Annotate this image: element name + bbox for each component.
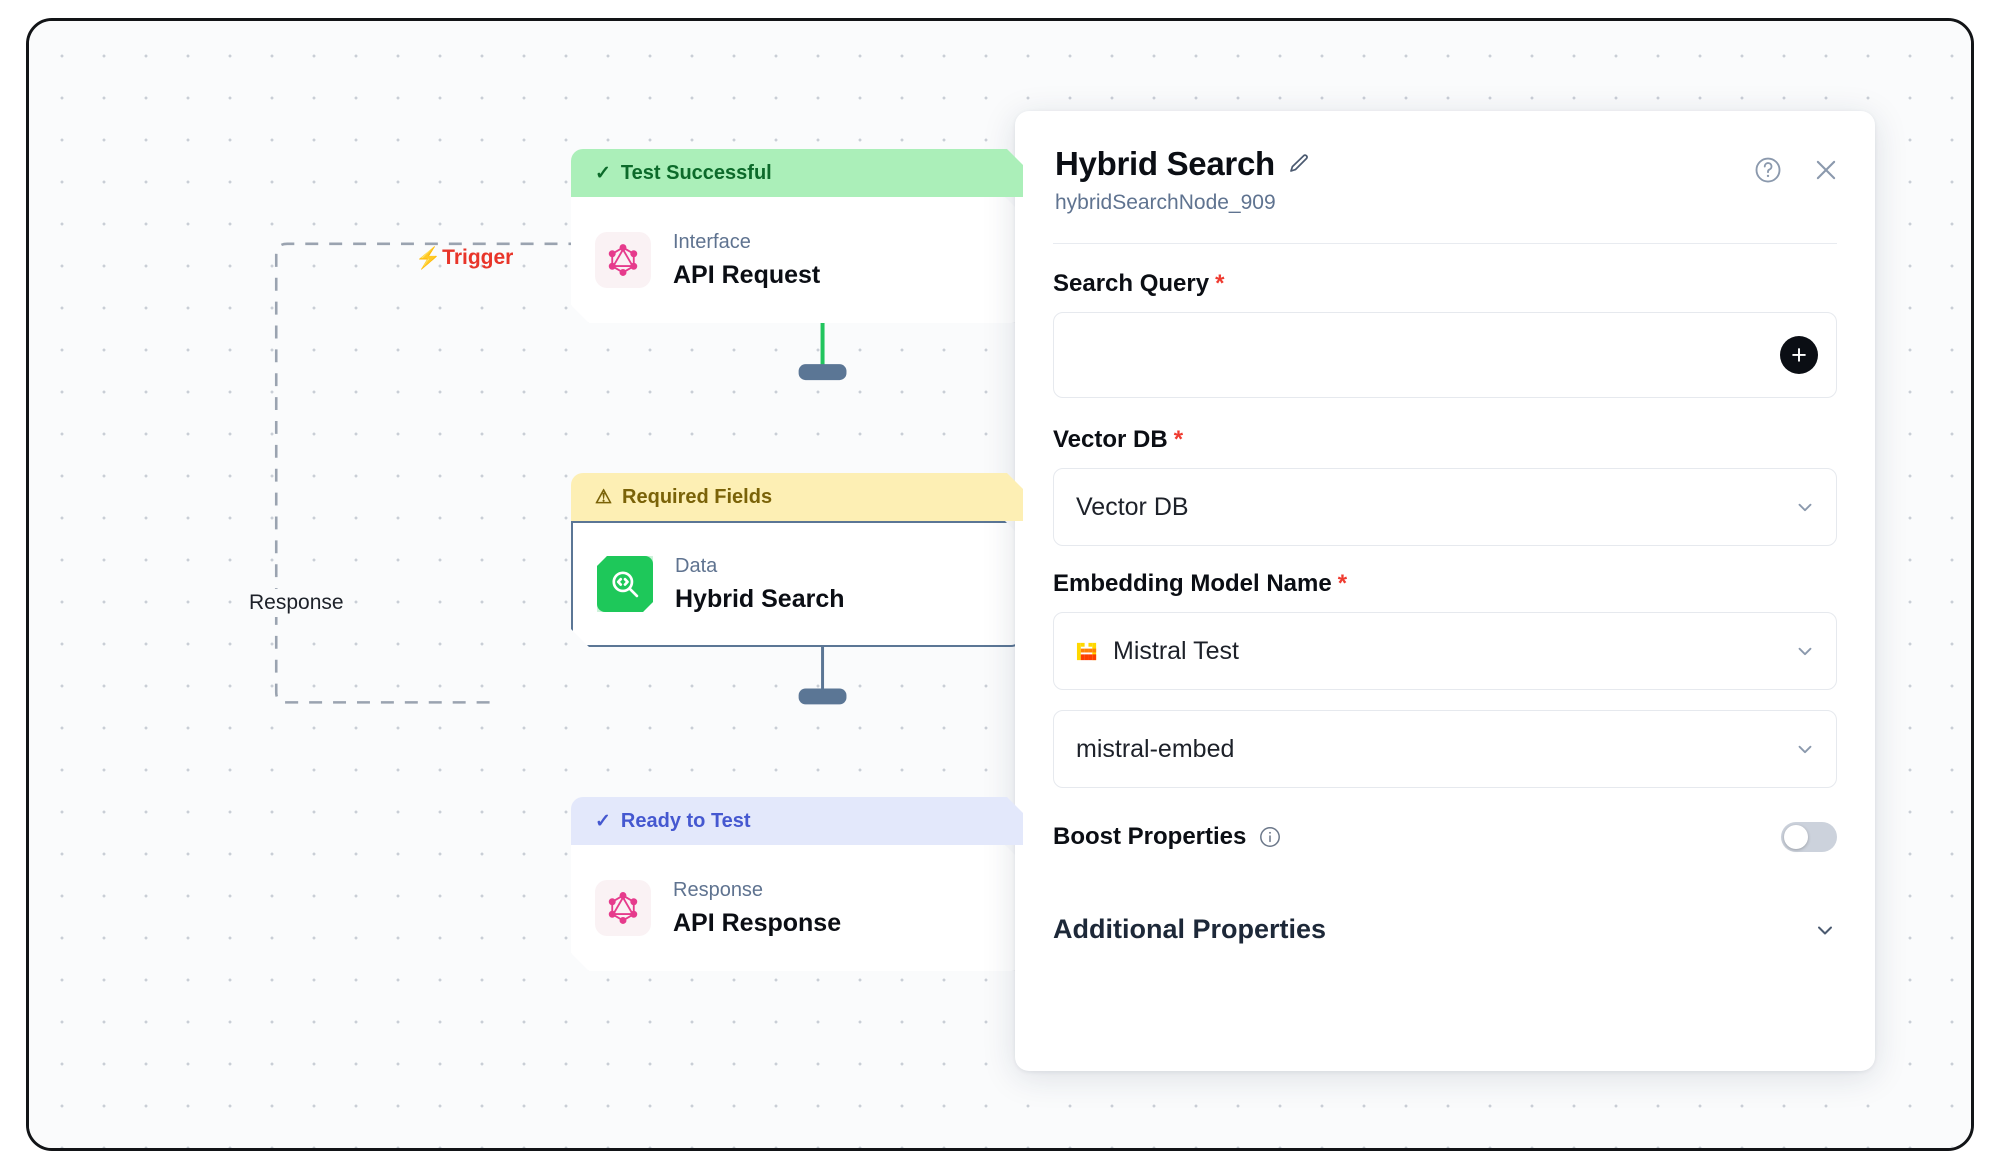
code-search-icon bbox=[597, 556, 653, 612]
required-marker: * bbox=[1337, 570, 1348, 597]
search-query-label-text: Search Query bbox=[1053, 270, 1210, 297]
node-kind-label: Response bbox=[673, 878, 764, 901]
check-icon: ✓ bbox=[595, 810, 611, 832]
flow-canvas[interactable]: ⚡ Trigger Response ✓ Test Successful bbox=[29, 21, 1971, 1148]
page-title: Hybrid Search bbox=[1055, 145, 1275, 182]
node-status-text: Test Successful bbox=[620, 161, 772, 184]
embedding-model-name-label-text: Embedding Model Name bbox=[1053, 570, 1332, 597]
close-icon[interactable] bbox=[1811, 155, 1841, 185]
boost-properties-label-text: Boost Properties bbox=[1053, 823, 1247, 850]
help-circle-icon[interactable] bbox=[1753, 155, 1783, 185]
node-status-banner-success: ✓ Test Successful bbox=[571, 149, 1023, 197]
flow-node-hybrid-search[interactable]: ⚠ Required Fields Data Hybrid Search bbox=[571, 473, 1023, 647]
embedding-model-name-label: Embedding Model Name * bbox=[1053, 570, 1837, 598]
panel-body: Search Query * + Vector DB * Vector DB bbox=[1015, 244, 1875, 945]
mistral-logo-icon bbox=[1076, 642, 1097, 660]
embedding-model-select[interactable]: mistral-embed bbox=[1053, 710, 1837, 788]
lightning-bolt-icon: ⚡ bbox=[415, 246, 442, 270]
panel-header: Hybrid Search hybridSearchNode_909 bbox=[1015, 111, 1875, 215]
chevron-down-icon bbox=[1794, 640, 1816, 662]
node-title: Hybrid Search bbox=[675, 584, 845, 613]
trigger-label-text: Trigger bbox=[442, 246, 514, 269]
warning-triangle-icon: ⚠ bbox=[595, 486, 613, 508]
search-query-label: Search Query * bbox=[1053, 270, 1837, 298]
handle-target-1 bbox=[798, 364, 847, 381]
check-icon: ✓ bbox=[595, 162, 611, 184]
pencil-icon[interactable] bbox=[1287, 152, 1311, 176]
flow-node-api-response[interactable]: ✓ Ready to Test bbox=[571, 797, 1023, 971]
node-status-text: Ready to Test bbox=[620, 809, 751, 832]
additional-properties-section[interactable]: Additional Properties bbox=[1053, 914, 1837, 945]
boost-properties-label: Boost Properties bbox=[1053, 823, 1282, 851]
vector-db-value: Vector DB bbox=[1076, 492, 1189, 521]
edge-label-trigger: ⚡ Trigger bbox=[415, 246, 513, 270]
node-body[interactable]: Interface API Request bbox=[571, 197, 1023, 323]
app-window: ⚡ Trigger Response ✓ Test Successful bbox=[26, 18, 1974, 1151]
node-kind-label: Interface bbox=[673, 230, 751, 253]
node-body[interactable]: Response API Response bbox=[571, 845, 1023, 971]
chevron-down-icon bbox=[1794, 738, 1816, 760]
node-title: API Response bbox=[673, 908, 842, 937]
vector-db-select[interactable]: Vector DB bbox=[1053, 468, 1837, 546]
additional-properties-label: Additional Properties bbox=[1053, 914, 1327, 944]
handle-target-2 bbox=[798, 688, 847, 705]
vector-db-label: Vector DB * bbox=[1053, 426, 1837, 454]
chevron-down-icon bbox=[1813, 918, 1837, 942]
info-circle-icon[interactable] bbox=[1258, 825, 1282, 849]
embedding-connection-value: Mistral Test bbox=[1113, 636, 1239, 665]
node-status-banner-info: ✓ Ready to Test bbox=[571, 797, 1023, 845]
embedding-connection-select[interactable]: Mistral Test bbox=[1053, 612, 1837, 690]
flow-node-api-request[interactable]: ✓ Test Successful bbox=[571, 149, 1023, 323]
edge-label-response: Response bbox=[243, 589, 350, 617]
add-search-query-button[interactable]: + bbox=[1780, 336, 1818, 374]
embedding-connection-value-wrap: Mistral Test bbox=[1076, 637, 1794, 666]
node-title: API Request bbox=[673, 260, 821, 289]
graphql-icon bbox=[595, 232, 651, 288]
required-marker: * bbox=[1215, 270, 1225, 297]
embedding-model-value: mistral-embed bbox=[1076, 734, 1235, 763]
boost-properties-row: Boost Properties bbox=[1053, 822, 1837, 852]
graphql-icon bbox=[595, 880, 651, 936]
toggle-knob bbox=[1784, 825, 1808, 849]
node-status-banner-warning: ⚠ Required Fields bbox=[571, 473, 1023, 521]
node-status-text: Required Fields bbox=[622, 485, 773, 508]
node-properties-panel: Hybrid Search hybridSearchNode_909 bbox=[1015, 111, 1875, 1071]
panel-divider bbox=[1053, 243, 1837, 244]
chevron-down-icon bbox=[1794, 496, 1816, 518]
vector-db-label-text: Vector DB bbox=[1053, 426, 1168, 453]
required-marker: * bbox=[1173, 426, 1184, 453]
node-id-label: hybridSearchNode_909 bbox=[1055, 191, 1276, 214]
node-kind-label: Data bbox=[675, 554, 718, 577]
node-body[interactable]: Data Hybrid Search bbox=[571, 521, 1023, 647]
boost-properties-toggle[interactable] bbox=[1781, 822, 1837, 852]
search-query-input[interactable]: + bbox=[1053, 312, 1837, 398]
